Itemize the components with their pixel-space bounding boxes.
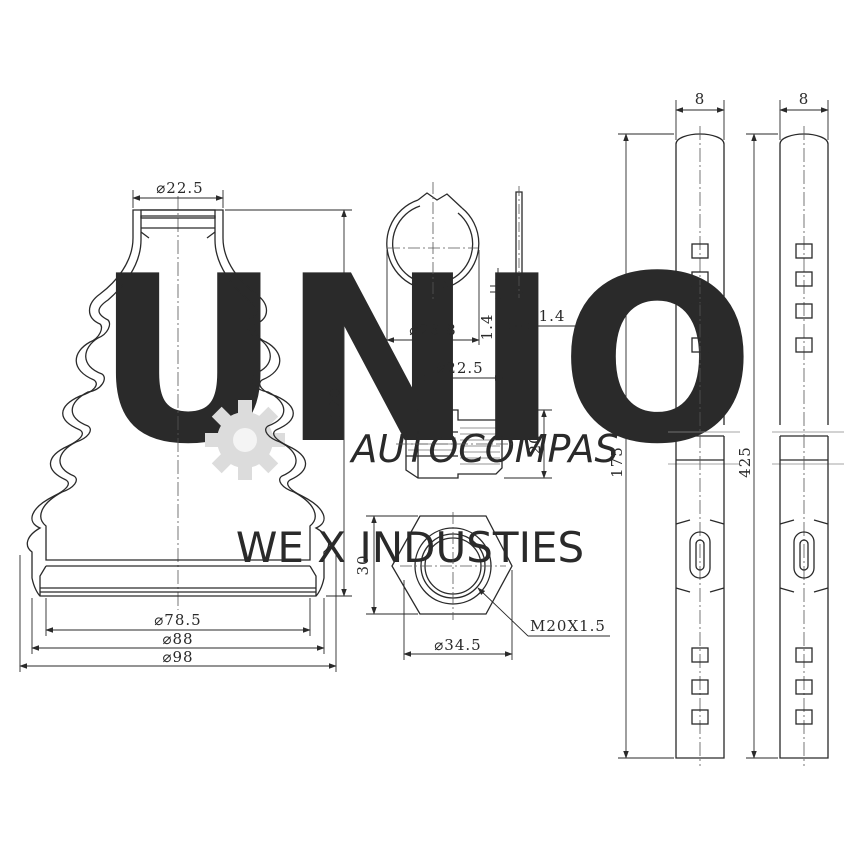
strap-short: [668, 126, 740, 766]
watermark-gear-icon: [205, 400, 285, 480]
strap-long-slots: [795, 243, 813, 725]
ring-diameter-label: ⌀23.8: [409, 321, 456, 339]
strap-short-length-label: 175: [608, 446, 626, 478]
watermark-line1: AUTOCOMPAS: [348, 427, 618, 471]
boot-inner-diameter-label: ⌀78.5: [154, 611, 201, 629]
strap-long-length-label: 425: [736, 446, 754, 478]
nut-hexagon: [391, 515, 513, 615]
ring-width-label: 1.4: [539, 307, 566, 325]
nut-height-label: 30: [354, 554, 372, 575]
boot-inner-profile: [40, 215, 316, 561]
ring-outer: [386, 199, 480, 291]
boot-dimensions: [19, 190, 352, 672]
strap-long-width-label: 8: [799, 90, 810, 108]
watermark-brand: UNIO: [95, 228, 755, 495]
ring-drawing: [386, 182, 523, 300]
strap-short-width-label: 8: [695, 90, 706, 108]
nut-front-dimensions: [366, 515, 610, 660]
boot-drawing: [26, 196, 330, 610]
nut-length-label: 20: [526, 433, 544, 454]
nut-across-label: ⌀34.5: [434, 636, 481, 654]
ring-thickness-label: 1.4: [478, 314, 496, 341]
nut-side-view: [396, 409, 512, 479]
boot-outer-diameter-label: ⌀98: [162, 648, 193, 666]
ring-side-view: [515, 191, 523, 293]
boot-mid-diameter-label: ⌀88: [162, 630, 193, 648]
watermark-line2: WE X INDUSTIES: [236, 523, 584, 572]
nut-thread-hatch: [408, 427, 500, 465]
boot-height-label: 120: [326, 387, 344, 419]
ring-inner: [392, 205, 474, 285]
nut-bore-label: ⌀22.5: [436, 359, 483, 377]
nut-side-dimensions: [417, 370, 552, 479]
nut-front-view: [391, 512, 513, 620]
boot-top-collar: [140, 209, 216, 219]
strap-short-slots: [691, 243, 709, 725]
strap-dimensions: [618, 100, 829, 759]
ring-dimensions: [386, 250, 580, 345]
strap-long: [772, 126, 844, 766]
watermark: UNIO AUTOCOMPAS WE X INDUSTIES: [95, 228, 755, 572]
boot-small-diameter-label: ⌀22.5: [156, 179, 203, 197]
nut-thread-label: M20X1.5: [530, 617, 606, 635]
